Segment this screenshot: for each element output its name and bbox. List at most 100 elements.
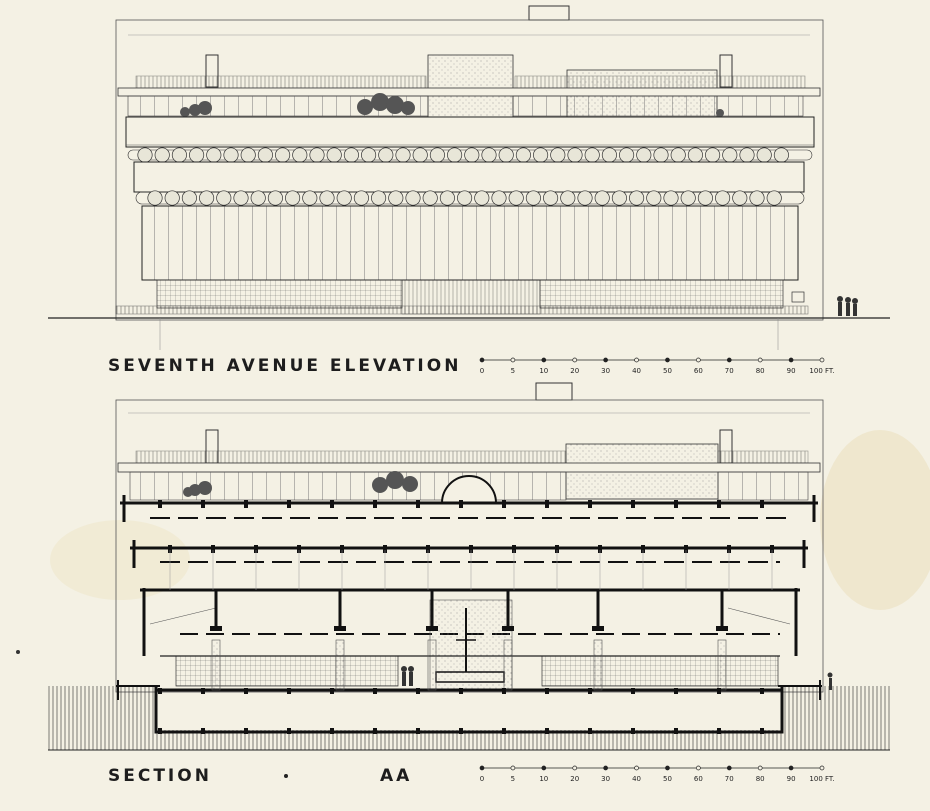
scale-label: 70 <box>725 367 734 375</box>
porthole-window <box>302 190 318 206</box>
scale-tick <box>726 765 732 771</box>
scale-tick <box>541 765 547 771</box>
porthole-window <box>447 147 463 163</box>
slab-joist <box>760 500 764 508</box>
slab-joist <box>201 500 205 508</box>
porthole-window <box>756 147 772 163</box>
column-capital <box>502 626 514 631</box>
scale-tick <box>696 357 701 363</box>
column-capital <box>426 626 438 631</box>
porthole-window <box>147 190 163 206</box>
slab-joist <box>459 500 463 508</box>
scale-tick <box>665 765 670 771</box>
porthole-window <box>577 190 593 206</box>
slab-joist <box>641 545 645 553</box>
scale-label: 30 <box>601 775 610 783</box>
porthole-window <box>722 147 738 163</box>
column-capital <box>592 626 604 631</box>
basement-joist <box>373 728 377 734</box>
porthole-window <box>285 190 301 206</box>
porthole-window <box>646 190 662 206</box>
basement-joist <box>373 688 377 694</box>
scale-label: 20 <box>570 367 579 375</box>
slab-joist <box>168 545 172 553</box>
porthole-window <box>336 190 352 206</box>
porthole-window <box>206 147 222 163</box>
scale-label: 0 <box>480 775 484 783</box>
slab-joist <box>426 545 430 553</box>
porthole-window <box>550 147 566 163</box>
scale-tick <box>479 765 485 771</box>
porthole-window <box>457 190 473 206</box>
column-lower <box>335 639 345 691</box>
scale-label: 0 <box>480 367 484 375</box>
scale-tick <box>696 765 701 771</box>
porthole-window <box>491 190 507 206</box>
porthole-window <box>560 190 576 206</box>
basement-joist <box>459 728 463 734</box>
scale-tick <box>572 357 578 363</box>
porthole-window <box>629 190 645 206</box>
ink-dot <box>16 650 20 654</box>
scale-tick <box>541 357 547 363</box>
porthole-window <box>275 147 291 163</box>
scale-label: 50 <box>663 775 672 783</box>
porthole-window <box>594 190 610 206</box>
porthole-window <box>515 147 531 163</box>
column-lower <box>717 639 727 691</box>
slab-joist <box>469 545 473 553</box>
porthole-window <box>154 147 170 163</box>
basement-joist <box>631 728 635 734</box>
elevation-porthole-row-1 <box>137 147 789 163</box>
elevation-title: SEVENTH AVENUE ELEVATION <box>108 356 462 376</box>
porthole-window <box>766 190 782 206</box>
section-identifier: AA <box>380 766 413 786</box>
slab-joist <box>512 545 516 553</box>
porthole-window <box>326 147 342 163</box>
scale-tick <box>726 357 732 363</box>
column-lower <box>211 639 221 691</box>
slab-joist <box>330 500 334 508</box>
porthole-window <box>371 190 387 206</box>
column-lower <box>427 639 437 691</box>
porthole-window <box>257 147 273 163</box>
porthole-window <box>611 190 627 206</box>
basement-joist <box>674 688 678 694</box>
slab-joist <box>674 500 678 508</box>
porthole-window <box>636 147 652 163</box>
porthole-window <box>137 147 153 163</box>
slab-joist <box>684 545 688 553</box>
scale-label: 40 <box>632 367 641 375</box>
scale-label: 20 <box>570 775 579 783</box>
basement-joist <box>158 728 162 734</box>
porthole-window <box>240 147 256 163</box>
porthole-window <box>739 147 755 163</box>
slab-joist <box>254 545 258 553</box>
basement-joist <box>158 688 162 694</box>
slab-joist <box>631 500 635 508</box>
scale-label: 10 <box>539 775 548 783</box>
scale-tick <box>634 765 639 771</box>
slab-joist <box>211 545 215 553</box>
basement-joist <box>588 728 592 734</box>
porthole-window <box>343 147 359 163</box>
porthole-window <box>697 190 713 206</box>
scale-label: 10 <box>539 367 548 375</box>
porthole-window <box>715 190 731 206</box>
slab-joist <box>555 545 559 553</box>
porthole-window <box>319 190 335 206</box>
porthole-window <box>405 190 421 206</box>
slab-joist <box>502 500 506 508</box>
scale-label: 90 <box>787 775 796 783</box>
porthole-window <box>464 147 480 163</box>
scale-tick <box>819 765 825 771</box>
porthole-window <box>164 190 180 206</box>
column-capital <box>210 626 222 631</box>
elevation-drawing <box>48 5 890 350</box>
porthole-window <box>412 147 428 163</box>
porthole-window <box>663 190 679 206</box>
porthole-window <box>199 190 215 206</box>
porthole-window <box>353 190 369 206</box>
scale-label: 60 <box>694 367 703 375</box>
